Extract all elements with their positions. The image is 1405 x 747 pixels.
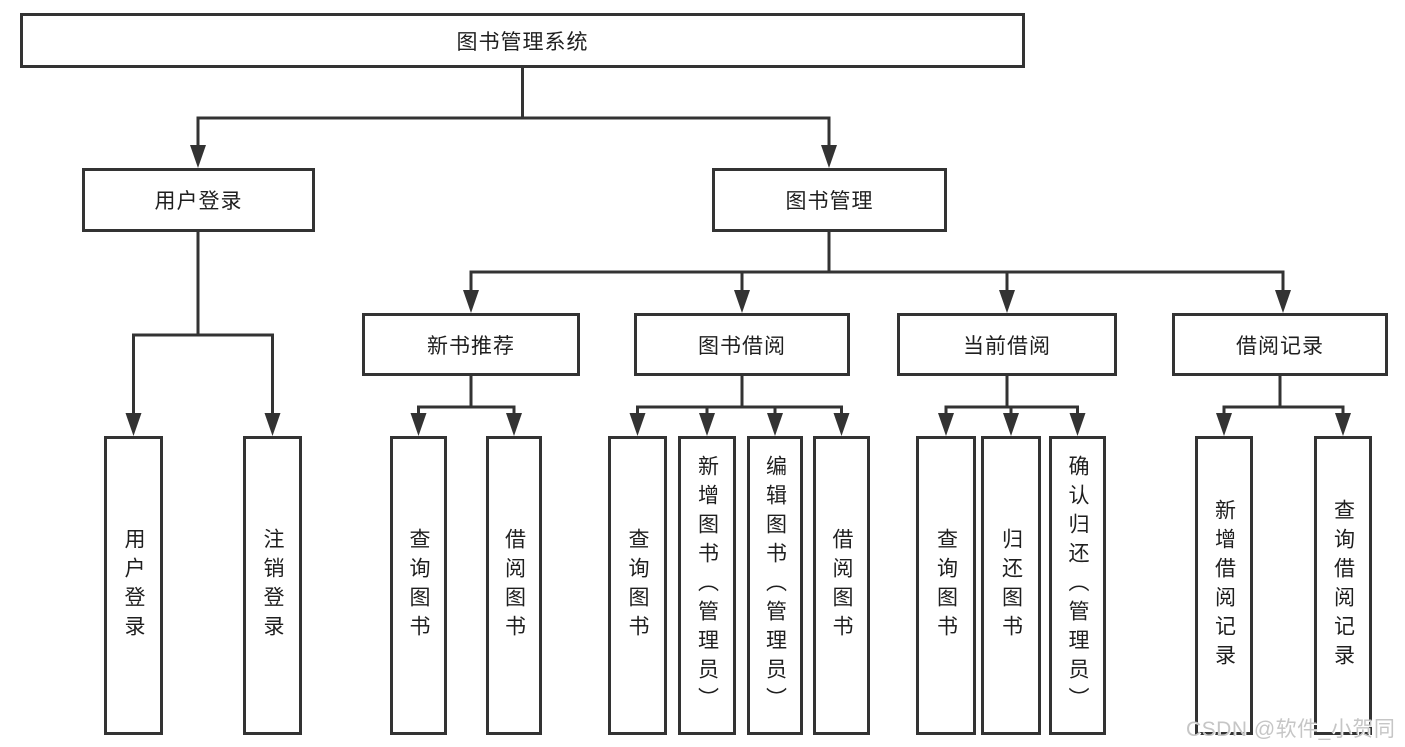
csdn-watermark: CSDN @软件_小贺同学 — [1186, 718, 1396, 741]
leaf-query-books-current: 查询图书 — [916, 436, 976, 735]
node-new-book-recommend: 新书推荐 — [362, 313, 580, 376]
node-library-management-system: 图书管理系统 — [20, 13, 1025, 68]
leaf-query-books-borrowing: 查询图书 — [608, 436, 667, 735]
leaf-user-login: 用户登录 — [104, 436, 163, 735]
arrowheads — [125, 145, 1351, 436]
node-borrow-records: 借阅记录 — [1172, 313, 1388, 376]
leaf-confirm-return-admin: 确认归还（管理员） — [1049, 436, 1106, 735]
node-book-borrowing: 图书借阅 — [634, 313, 850, 376]
leaf-add-borrow-record: 新增借阅记录 — [1195, 436, 1253, 735]
leaf-logout: 注销登录 — [243, 436, 302, 735]
leaf-query-books-recommend: 查询图书 — [390, 436, 447, 735]
leaf-borrow-books-recommend: 借阅图书 — [486, 436, 542, 735]
node-current-borrowing: 当前借阅 — [897, 313, 1117, 376]
node-user-login: 用户登录 — [82, 168, 315, 232]
leaf-return-book: 归还图书 — [981, 436, 1041, 735]
leaf-add-book-admin: 新增图书（管理员） — [678, 436, 736, 735]
leaf-query-borrow-record: 查询借阅记录 — [1314, 436, 1372, 735]
leaf-edit-book-admin: 编辑图书（管理员） — [747, 436, 803, 735]
leaf-borrow-books-borrowing: 借阅图书 — [813, 436, 870, 735]
node-book-management: 图书管理 — [712, 168, 947, 232]
